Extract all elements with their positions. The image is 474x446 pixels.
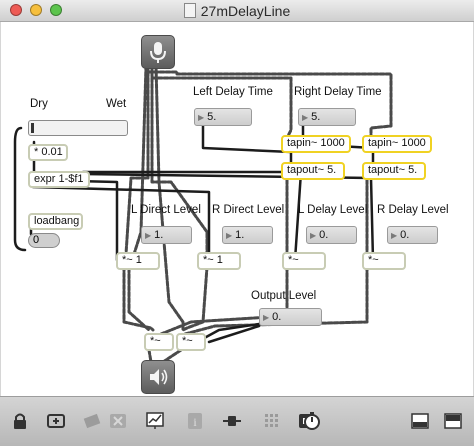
window-layout-icon[interactable]: [443, 412, 463, 430]
triangle-icon: ▶: [310, 231, 317, 240]
adc-object[interactable]: [141, 35, 175, 69]
tapin-right-object[interactable]: tapin~ 1000: [362, 135, 432, 153]
triangle-icon: ▶: [198, 113, 205, 122]
svg-text:i: i: [193, 415, 197, 429]
triangle-icon: ▶: [145, 231, 152, 240]
output-left-multiply-object[interactable]: *~: [144, 333, 174, 351]
loadbang-int-box[interactable]: 0: [28, 233, 60, 248]
slider-thumb[interactable]: [31, 123, 34, 133]
dry-wet-slider[interactable]: [28, 120, 128, 136]
patch-cord-icon[interactable]: [222, 412, 242, 430]
l-direct-multiply-object[interactable]: *~ 1: [116, 252, 160, 270]
view-toggle-icon[interactable]: [410, 412, 430, 430]
zoom-window-button[interactable]: [50, 4, 62, 16]
close-window-button[interactable]: [10, 4, 22, 16]
microphone-icon: [150, 42, 166, 63]
close-icon[interactable]: [108, 412, 128, 430]
left-delay-time-label: Left Delay Time: [193, 86, 273, 98]
l-direct-level-label: L Direct Level: [131, 204, 201, 216]
triangle-icon: ▶: [302, 113, 309, 122]
output-level-label: Output Level: [251, 290, 317, 302]
wet-label: Wet: [106, 98, 127, 110]
l-delay-multiply-object[interactable]: *~: [282, 252, 326, 270]
speaker-icon: [150, 369, 168, 385]
tapout-right-object[interactable]: tapout~ 5.: [362, 162, 426, 180]
left-delay-time-number[interactable]: ▶5.: [194, 108, 252, 126]
loadbang-object[interactable]: loadbang: [28, 213, 83, 230]
r-direct-multiply-object[interactable]: *~ 1: [197, 252, 241, 270]
grid-icon[interactable]: [262, 412, 282, 430]
triangle-icon: ▶: [391, 231, 398, 240]
expr-object[interactable]: expr 1-$f1: [28, 171, 90, 188]
multiply-001-object[interactable]: * 0.01: [28, 144, 68, 161]
patcher-canvas[interactable]: Dry Wet Left Delay Time Right Delay Time…: [1, 22, 473, 396]
new-object-icon[interactable]: [46, 412, 66, 430]
r-direct-level-label: R Direct Level: [212, 204, 285, 216]
output-right-multiply-object[interactable]: *~: [176, 333, 206, 351]
document-icon: [183, 3, 196, 18]
r-direct-level-number[interactable]: ▶1.: [222, 226, 273, 244]
r-delay-level-label: R Delay Level: [377, 204, 449, 216]
tapin-left-object[interactable]: tapin~ 1000: [281, 135, 351, 153]
r-delay-level-number[interactable]: ▶0.: [387, 226, 438, 244]
patcher-toolbar: i: [0, 396, 474, 446]
l-delay-level-label: L Delay Level: [298, 204, 368, 216]
l-direct-level-number[interactable]: ▶1.: [141, 226, 192, 244]
right-delay-time-label: Right Delay Time: [294, 86, 382, 98]
triangle-icon: ▶: [226, 231, 233, 240]
output-level-number[interactable]: ▶0.: [259, 308, 322, 326]
lock-icon[interactable]: [10, 412, 30, 430]
window-title: 27mDelayLine: [0, 3, 474, 19]
l-delay-level-number[interactable]: ▶0.: [306, 226, 357, 244]
dac-object[interactable]: [141, 360, 175, 394]
triangle-icon: ▶: [263, 313, 270, 322]
r-delay-multiply-object[interactable]: *~: [362, 252, 406, 270]
right-delay-time-number[interactable]: ▶5.: [298, 108, 356, 126]
delete-icon[interactable]: [82, 412, 102, 430]
info-icon[interactable]: i: [185, 412, 205, 430]
dry-label: Dry: [30, 98, 48, 110]
tapout-left-object[interactable]: tapout~ 5.: [281, 162, 345, 180]
presentation-icon[interactable]: [145, 412, 165, 430]
title-bar: 27mDelayLine: [0, 0, 474, 22]
minimize-window-button[interactable]: [30, 4, 42, 16]
timer-icon[interactable]: [302, 412, 322, 430]
